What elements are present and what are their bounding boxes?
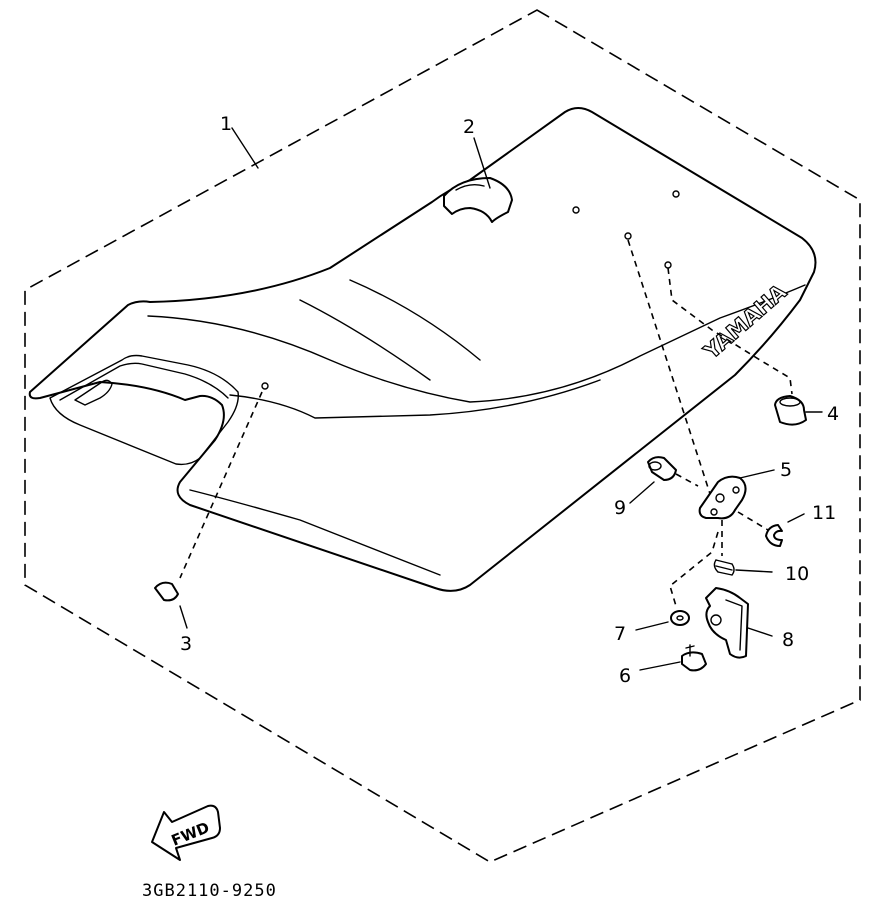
leader-5 — [739, 469, 775, 479]
assembly-line-4 — [667, 267, 793, 395]
part-6-bolt — [681, 644, 707, 672]
callout-9: 9 — [614, 497, 626, 519]
leader-6 — [639, 661, 681, 671]
part-8-lock-hook — [705, 587, 749, 659]
leader-7 — [635, 621, 669, 631]
part-4-cushion — [774, 395, 807, 426]
callout-8: 8 — [782, 629, 794, 651]
leader-11 — [787, 513, 805, 523]
leader-3 — [179, 605, 188, 629]
forward-arrow-icon: FWD — [151, 804, 221, 861]
assembly-line-lock — [627, 239, 713, 501]
callout-2: 2 — [463, 116, 475, 138]
callout-3: 3 — [180, 633, 192, 655]
assembly-line-7 — [669, 531, 719, 607]
part-5-lock-bracket — [698, 475, 747, 520]
assembly-line-9 — [675, 473, 699, 487]
callout-6: 6 — [619, 665, 631, 687]
callout-5: 5 — [780, 459, 792, 481]
callout-4: 4 — [827, 403, 839, 425]
callout-11: 11 — [812, 502, 836, 524]
part-11-clip — [765, 524, 783, 547]
part-2-strap — [443, 177, 513, 223]
leader-2 — [473, 137, 491, 189]
leader-1 — [231, 127, 259, 169]
assembly-line-11 — [737, 511, 769, 531]
leader-10 — [735, 569, 773, 573]
part-10-spring — [713, 559, 735, 576]
drawing-code: 3GB2110-9250 — [142, 881, 277, 901]
part-3-damper — [154, 581, 179, 602]
assembly-line-3 — [179, 391, 263, 579]
callout-7: 7 — [614, 623, 626, 645]
leader-8 — [747, 627, 773, 637]
callout-10: 10 — [785, 563, 809, 585]
part-7-washer — [670, 610, 690, 626]
part-9-bolt — [647, 456, 677, 481]
leader-9 — [629, 481, 655, 504]
callout-1: 1 — [220, 113, 232, 135]
seat-body: YAMAHA — [28, 107, 817, 592]
